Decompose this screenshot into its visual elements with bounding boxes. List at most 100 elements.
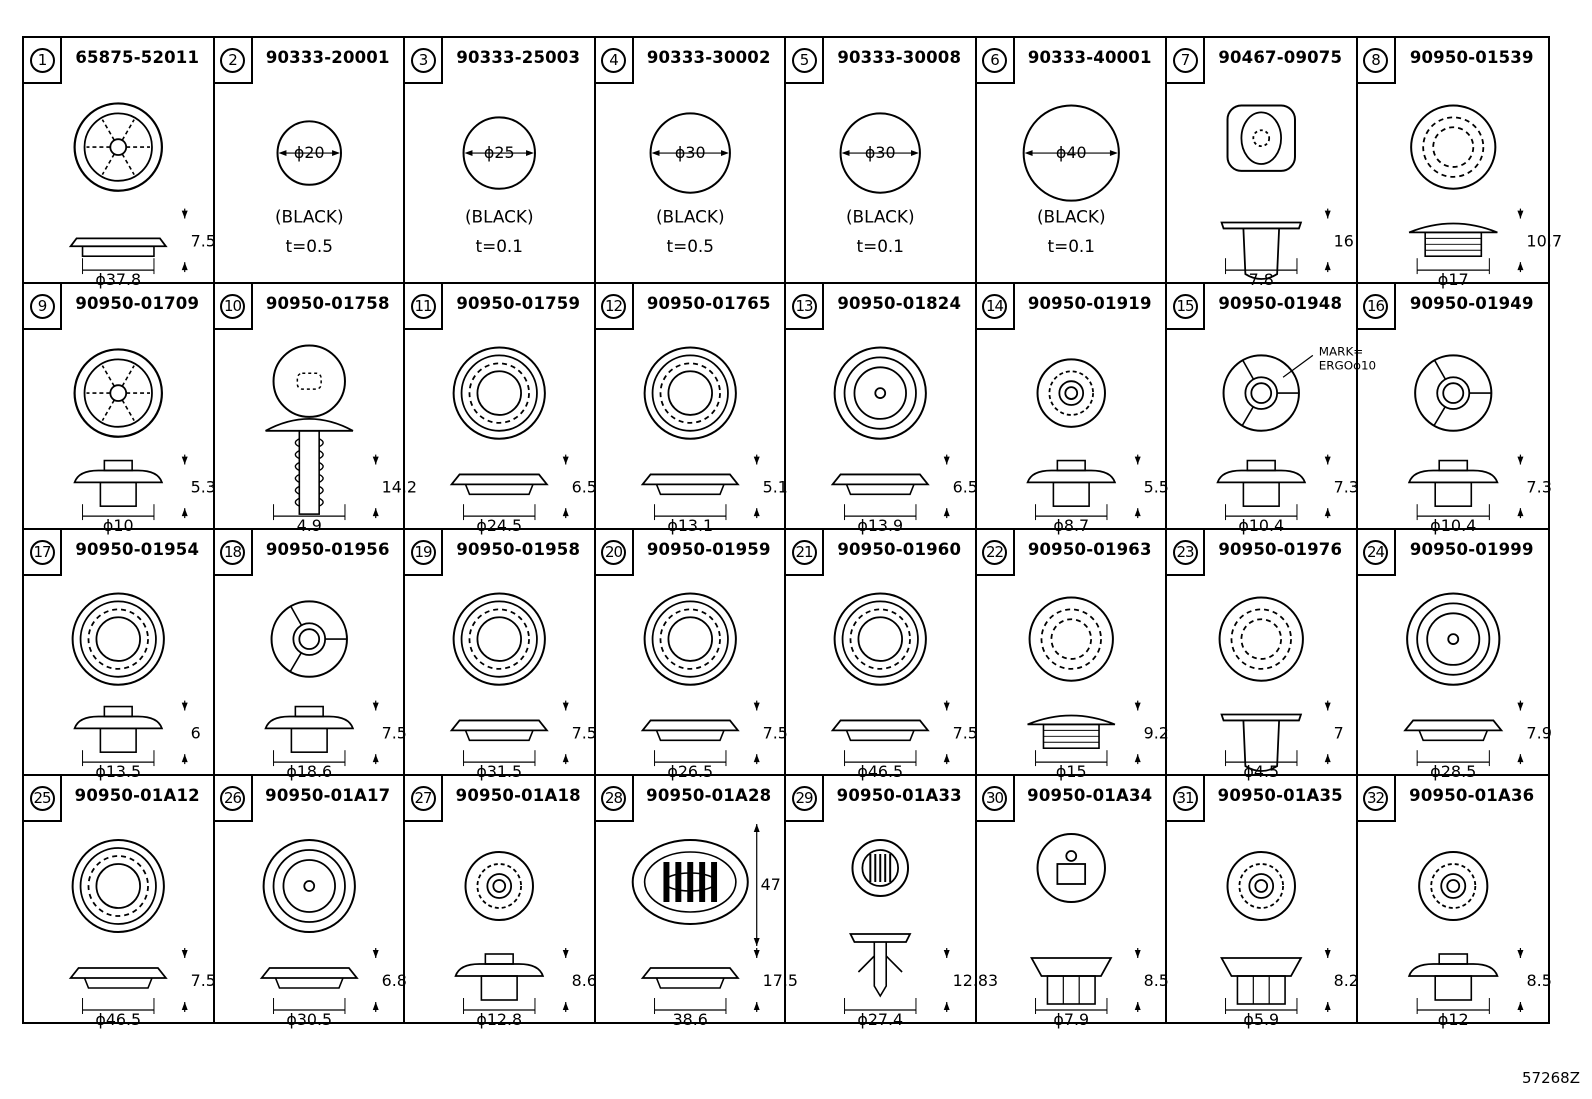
height-label: 7.5: [762, 723, 787, 742]
part-number: 90950-01765: [646, 294, 771, 313]
diameter-label: ϕ24.5: [476, 516, 522, 535]
item-number: 22: [982, 539, 1007, 565]
item-number-box: 5: [786, 38, 824, 84]
item-number-box: 25: [24, 776, 62, 822]
part-number: 90950-01A28: [646, 786, 772, 805]
mark-note: ERGOϕ10: [1319, 358, 1376, 372]
item-number-box: 30: [976, 776, 1015, 822]
material-note: t=0.5: [666, 236, 714, 256]
item-number-box: 8: [1357, 38, 1396, 84]
diameter-label: ϕ12: [1437, 1010, 1468, 1029]
part-drawing: ϕ31.5 7.5: [449, 592, 597, 781]
disc-outline: [276, 120, 342, 186]
part-drawing: 38.617.547: [631, 824, 797, 1029]
part-drawing: ϕ46.5 7.5: [830, 592, 978, 781]
part-drawing: ϕ30 (BLACK) t=0.1: [839, 112, 921, 256]
part-number: 90950-01949: [1409, 294, 1534, 313]
item-number-box: 17: [24, 530, 62, 576]
item-number: 10: [220, 293, 245, 319]
diameter-label: ϕ18.6: [286, 762, 332, 781]
diagram-code: 57268Z: [1522, 1069, 1580, 1087]
item-number-box: 11: [405, 284, 443, 330]
height-label: 7.5: [191, 231, 216, 250]
item-number-box: 16: [1357, 284, 1396, 330]
part-number: 90950-01958: [456, 540, 581, 559]
diameter-label: ϕ31.5: [476, 762, 522, 781]
diameter-label: 38.6: [672, 1010, 707, 1029]
part-number: 90950-01959: [646, 540, 771, 559]
item-number-box: 10: [214, 284, 253, 330]
diameter-label: 4.9: [296, 516, 321, 535]
mark-note: MARK=: [1319, 344, 1363, 358]
diameter-label: ϕ30: [865, 143, 896, 162]
material-note: (BLACK): [846, 206, 915, 226]
item-number-box: 24: [1357, 530, 1396, 576]
part-drawing: ϕ30(BLACK)t=0.5: [649, 112, 731, 256]
height-label: 8.6: [572, 971, 597, 990]
height-label: 7.9: [1526, 723, 1551, 742]
item-number-box: 12: [595, 284, 634, 330]
part-number: 90333-30008: [837, 48, 962, 67]
disc-outline: [649, 112, 731, 194]
part-number: 90950-01956: [265, 540, 390, 559]
part-number: 90950-01919: [1027, 294, 1152, 313]
part-number: 90950-01709: [75, 294, 200, 313]
height-label: 7.3: [1334, 477, 1359, 496]
height-label: 17.5: [762, 971, 797, 990]
height-label: 7.5: [572, 723, 597, 742]
height-label: 6: [191, 723, 201, 742]
part-drawing: ϕ4.5 7: [1218, 596, 1344, 781]
diameter-label: ϕ12.8: [476, 1010, 522, 1029]
part-number: 90333-30002: [646, 48, 771, 67]
disc-outline: [839, 112, 921, 194]
diameter-label: ϕ46.5: [857, 762, 903, 781]
disc-outline: [462, 116, 536, 190]
height-label: 7.5: [191, 971, 216, 990]
height-label: 8.5: [1526, 971, 1552, 990]
part-drawing: ϕ10.47.3: [1407, 354, 1551, 535]
diameter-label: ϕ17: [1437, 270, 1468, 289]
height-label: 16: [1334, 231, 1354, 250]
height-label: 12.83: [953, 971, 998, 990]
part-number: 90467-09075: [1218, 48, 1343, 67]
item-number-box: 32: [1357, 776, 1396, 822]
height-label: 7: [1334, 723, 1344, 742]
item-number: 21: [791, 539, 817, 565]
diameter-label: ϕ4.5: [1243, 762, 1279, 781]
diameter-label: ϕ25: [484, 143, 515, 162]
height-label: 5.1: [762, 477, 787, 496]
disc-outline: [1022, 104, 1120, 202]
item-number: 9: [29, 293, 55, 319]
part-drawing: ϕ8.75.5: [1025, 358, 1168, 535]
item-number: 15: [1172, 293, 1198, 319]
item-number: 8: [1363, 47, 1388, 73]
part-drawing: 7.816: [1220, 104, 1354, 289]
part-number: 90950-01960: [837, 540, 962, 559]
diameter-label: ϕ26.5: [667, 762, 713, 781]
diameter-label: ϕ15: [1055, 762, 1086, 781]
part-drawing: ϕ13.15.1: [640, 346, 787, 535]
diameter-label: ϕ37.8: [95, 270, 141, 289]
height-label: 7.5: [953, 723, 978, 742]
part-number: 90950-01539: [1409, 48, 1534, 67]
material-note: t=0.1: [856, 236, 904, 256]
part-drawing: ϕ13.96.5: [830, 346, 978, 535]
